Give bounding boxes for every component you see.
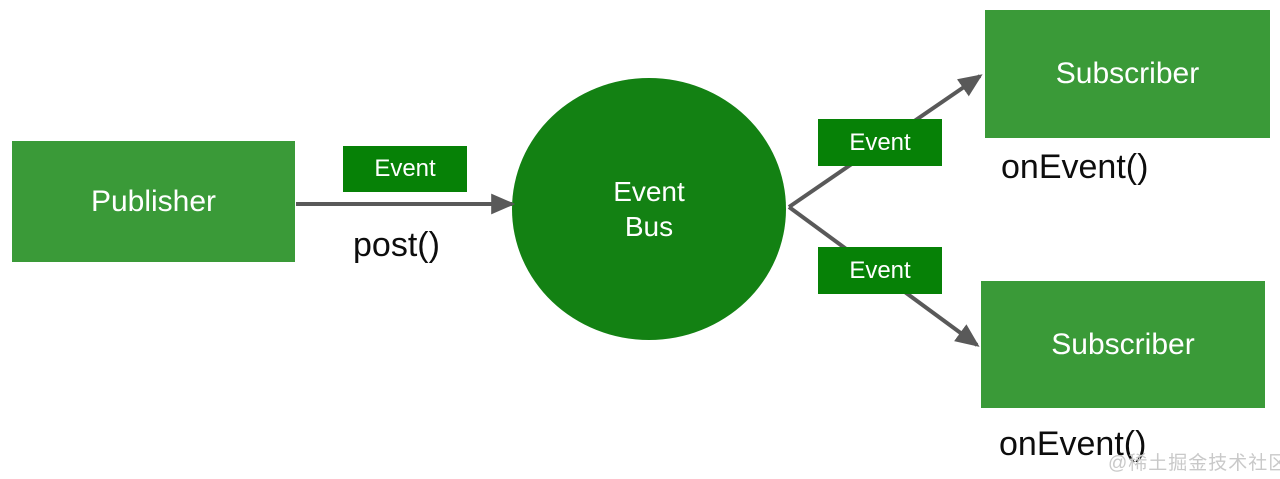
node-subscriber-top[interactable]: Subscriber [985, 10, 1270, 138]
node-event-bus[interactable]: Event Bus [512, 78, 786, 340]
edge-label-onevent-top: onEvent() [1001, 148, 1149, 186]
chip-event-subscriber-top-label: Event [849, 128, 911, 156]
chip-event-post: Event [343, 146, 467, 192]
node-subscriber-bottom-label: Subscriber [1051, 327, 1195, 361]
chip-event-subscriber-top: Event [818, 119, 942, 166]
chip-event-subscriber-bottom-label: Event [849, 256, 911, 284]
watermark: @稀土掘金技术社区 [1108, 453, 1280, 474]
node-publisher-label: Publisher [90, 184, 217, 218]
node-event-bus-label-line2: Bus [624, 211, 674, 242]
edge-label-onevent-bottom: onEvent() [999, 425, 1147, 463]
chip-event-post-label: Event [374, 155, 436, 182]
edge-label-post: post() [353, 226, 440, 264]
node-publisher[interactable]: Publisher [12, 141, 295, 262]
chip-event-subscriber-bottom: Event [818, 247, 942, 294]
node-subscriber-top-label: Subscriber [1055, 57, 1200, 91]
node-subscriber-bottom[interactable]: Subscriber [981, 281, 1265, 408]
node-event-bus-label-line1: Event [613, 176, 685, 207]
